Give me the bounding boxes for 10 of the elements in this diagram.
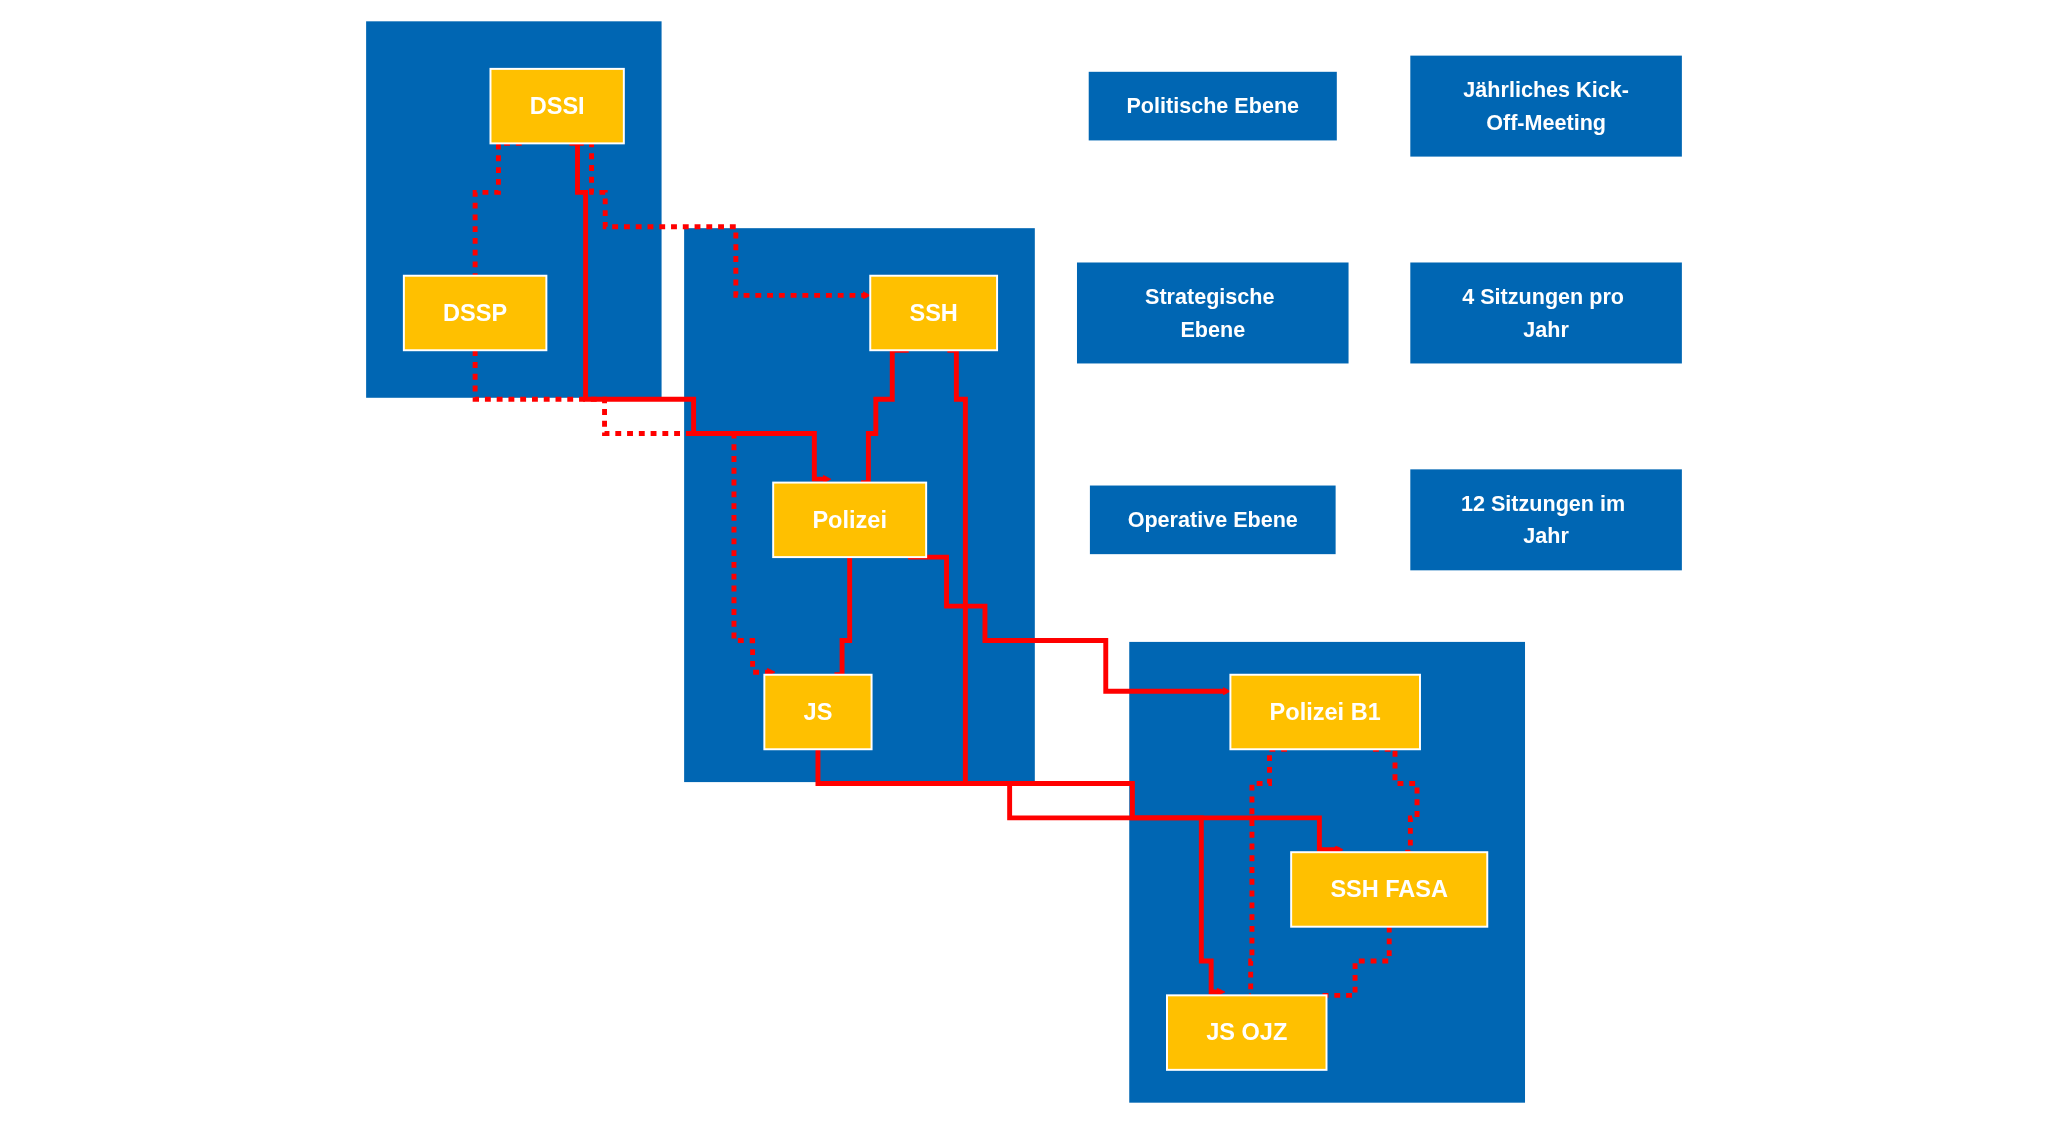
node-box: SSH FASA — [1289, 850, 1488, 928]
node-box: JS — [762, 673, 873, 750]
node-box: Operative Ebene — [1086, 482, 1339, 557]
node-box: Politische Ebene — [1085, 68, 1340, 143]
node-box: Polizei B1 — [1228, 673, 1421, 750]
node-box: JS OJZ — [1165, 993, 1327, 1071]
node-box: DSSI — [489, 67, 625, 144]
node-box: Polizei — [771, 481, 927, 558]
node-box: SSH — [868, 274, 998, 351]
node-box: DSSP — [402, 274, 547, 351]
